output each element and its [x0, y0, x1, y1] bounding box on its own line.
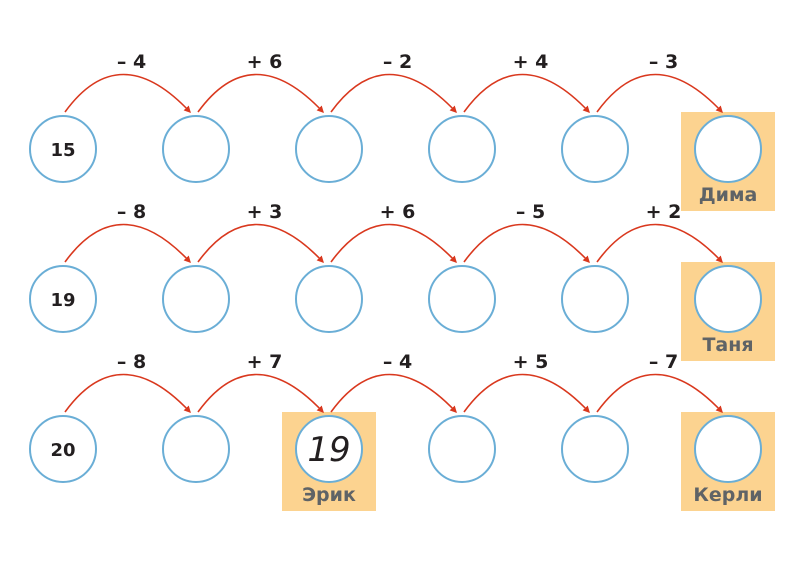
start-number-circle [29, 115, 97, 183]
answer-circle[interactable] [561, 415, 629, 483]
start-number: 20 [50, 440, 75, 461]
step-arrow [596, 73, 723, 114]
operation-label: – 8 [117, 351, 146, 373]
answer-circle[interactable] [295, 265, 363, 333]
operation-label: + 2 [646, 201, 682, 223]
answer-circle[interactable] [428, 415, 496, 483]
step-arrow [330, 223, 457, 264]
name-label: Дима [699, 184, 758, 206]
operation-label: – 7 [649, 351, 678, 373]
answer-circle[interactable] [694, 115, 762, 183]
answer-circle[interactable] [694, 415, 762, 483]
name-label: Эрик [302, 484, 356, 506]
start-number-circle [29, 415, 97, 483]
operation-label: + 6 [380, 201, 416, 223]
step-arrow [64, 73, 191, 114]
step-arrow [330, 73, 457, 114]
filled-answer: 19 [307, 430, 350, 470]
step-arrow [197, 73, 324, 114]
step-arrow [330, 373, 457, 414]
step-arrow [463, 223, 590, 264]
operation-label: + 7 [247, 351, 283, 373]
step-arrow [64, 373, 191, 414]
answer-circle[interactable] [428, 265, 496, 333]
answer-circle[interactable] [162, 115, 230, 183]
answer-circle[interactable] [561, 115, 629, 183]
operation-label: + 4 [513, 51, 549, 73]
answer-circle[interactable] [162, 265, 230, 333]
operation-label: + 5 [513, 351, 549, 373]
answer-circle[interactable] [162, 415, 230, 483]
operation-label: – 2 [383, 51, 412, 73]
step-arrow [463, 73, 590, 114]
operation-label: – 4 [117, 51, 146, 73]
operation-label: – 5 [516, 201, 545, 223]
step-arrow [596, 223, 723, 264]
operation-label: + 6 [247, 51, 283, 73]
start-number-circle [29, 265, 97, 333]
operation-label: – 3 [649, 51, 678, 73]
answer-circle[interactable] [561, 265, 629, 333]
answer-circle[interactable] [295, 115, 363, 183]
step-arrow [197, 223, 324, 264]
step-arrow [596, 373, 723, 414]
step-arrow [64, 223, 191, 264]
step-arrow [463, 373, 590, 414]
operation-label: + 3 [247, 201, 283, 223]
answer-circle[interactable] [428, 115, 496, 183]
name-label: Таня [702, 334, 753, 356]
step-arrow [197, 373, 324, 414]
operation-label: – 4 [383, 351, 412, 373]
answer-circle[interactable] [694, 265, 762, 333]
start-number: 15 [50, 140, 75, 161]
operation-label: – 8 [117, 201, 146, 223]
start-number: 19 [50, 290, 75, 311]
name-label: Керли [693, 484, 762, 506]
answer-circle[interactable] [295, 415, 363, 483]
